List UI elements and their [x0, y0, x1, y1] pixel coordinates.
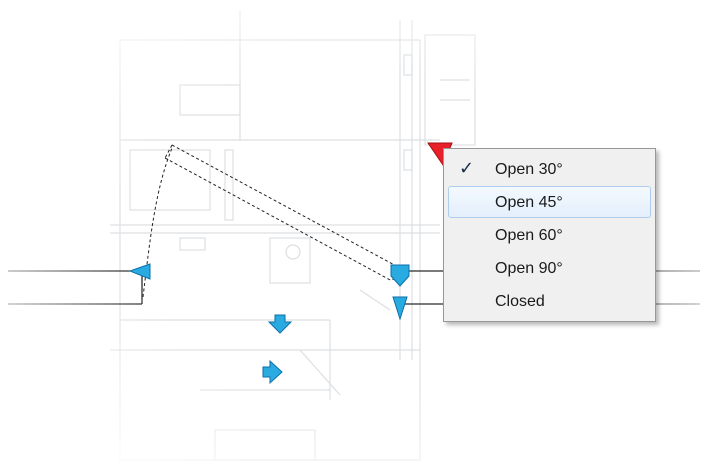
door-swing-preview	[142, 144, 401, 298]
checkmark-icon: ✓	[459, 158, 475, 178]
triangle-grip-icon[interactable]	[392, 296, 408, 321]
menu-item-label: Open 60°	[495, 227, 563, 244]
menu-item-open-45[interactable]: Open 45°	[448, 186, 651, 218]
menu-item-label: Open 90°	[495, 260, 563, 277]
menu-item-label: Open 30°	[495, 161, 563, 178]
arrow-grip-icon[interactable]	[267, 314, 293, 334]
grips	[128, 142, 453, 385]
triangle-grip-icon[interactable]	[128, 263, 151, 280]
menu-item-closed[interactable]: Closed	[448, 285, 651, 317]
menu-item-label: Closed	[495, 293, 545, 310]
arrow-grip-icon[interactable]	[262, 359, 283, 385]
menu-item-label: Open 45°	[495, 194, 563, 211]
menu-item-open-30[interactable]: ✓ Open 30°	[448, 153, 651, 185]
menu-item-open-90[interactable]: Open 90°	[448, 252, 651, 284]
door-swing-context-menu: ✓ Open 30° Open 45° Open 60° Open 90° Cl…	[443, 148, 656, 322]
faded-floor-plan	[110, 10, 476, 461]
menu-item-open-60[interactable]: Open 60°	[448, 219, 651, 251]
triangle-grip-icon[interactable]	[390, 264, 410, 287]
